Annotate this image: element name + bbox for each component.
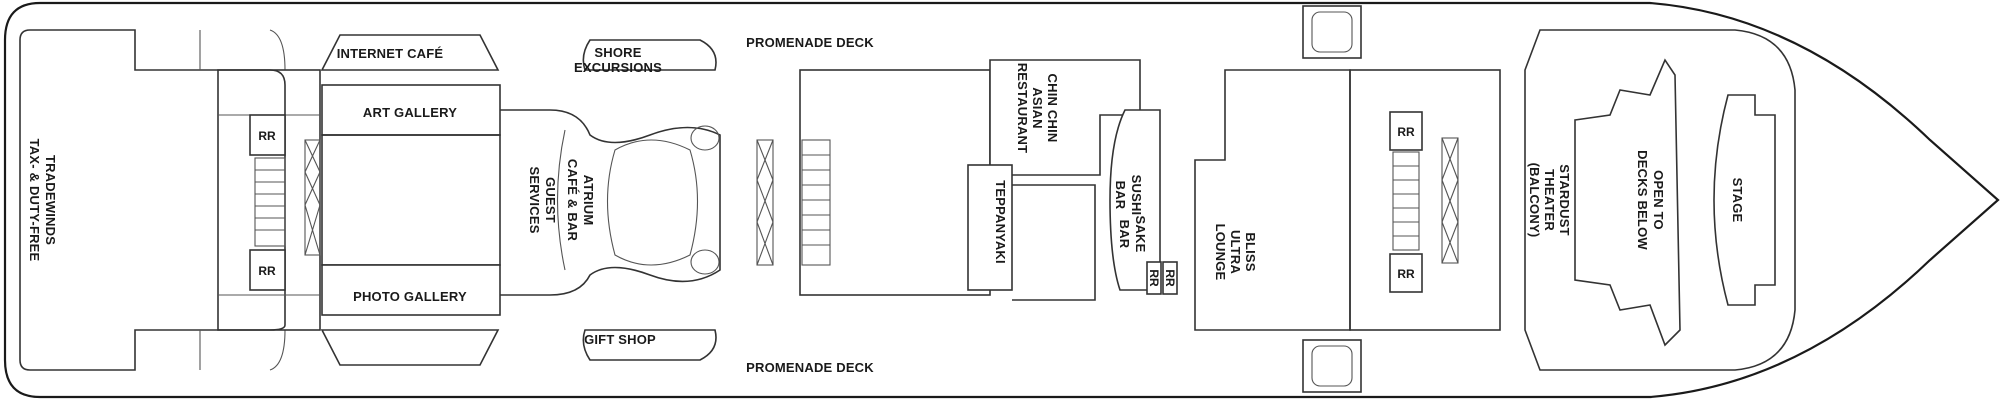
aft-stairs	[254, 157, 286, 247]
stage-label: STAGE	[1730, 178, 1745, 223]
internet-cafe-label: INTERNET CAFÉ	[337, 46, 444, 61]
bliss-label: BLISS ULTRA LOUNGE	[1213, 224, 1258, 281]
promenade-top-label: PROMENADE DECK	[746, 35, 874, 50]
photo-gallery[interactable]	[321, 264, 501, 316]
art-gallery[interactable]	[321, 84, 501, 136]
mid-stairs	[801, 139, 831, 266]
gift-shop-label: GIFT SHOP	[584, 332, 656, 347]
forward-stair-block	[1349, 69, 1501, 331]
internet-cafe[interactable]	[320, 34, 500, 71]
tradewinds-label: TRADEWINDS TAX- & DUTY-FREE	[27, 139, 58, 262]
tradewinds-line1: TRADEWINDS	[43, 155, 58, 245]
mid-elevators	[756, 139, 774, 266]
lifeboat-bottom	[1302, 339, 1362, 393]
restroom-bar-1[interactable]	[1146, 261, 1162, 295]
stage[interactable]	[1713, 94, 1776, 306]
atrium-line2: CAFÉ & BAR	[565, 159, 580, 242]
stardust-line1: STARDUST	[1557, 164, 1572, 235]
restroom-aft-top[interactable]	[249, 114, 286, 156]
sushi-line1: SUSHI	[1129, 175, 1144, 216]
bliss-line3: LOUNGE	[1213, 224, 1228, 281]
guest-services-label: GUEST SERVICES	[527, 166, 558, 233]
forward-elevators	[1441, 137, 1459, 264]
aft-detail-top	[199, 29, 286, 71]
chin-chin-label: CHIN CHIN ASIAN RESTAURANT	[1015, 63, 1060, 154]
chin-chin-line1: CHIN CHIN	[1045, 74, 1060, 143]
open-to-line1: OPEN TO	[1651, 170, 1666, 230]
forward-stairs	[1392, 151, 1420, 251]
galley-area	[1012, 184, 1096, 301]
chin-chin-line2: ASIAN	[1030, 87, 1045, 128]
chin-chin-line3: RESTAURANT	[1015, 63, 1030, 154]
lifeboat-top-inner	[1311, 11, 1353, 53]
sushi-bar-label: SUSHI BAR	[1113, 175, 1144, 216]
lifeboat-bottom-inner	[1311, 345, 1353, 387]
sake-bar-label: SAKE BAR	[1117, 216, 1148, 253]
atrium-area	[500, 109, 721, 296]
art-gallery-label: ART GALLERY	[363, 105, 457, 120]
restroom-fwd-bottom[interactable]	[1389, 253, 1423, 293]
restroom-fwd-top[interactable]	[1389, 111, 1423, 151]
teppanyaki-line: TEPPANYAKI	[993, 180, 1008, 264]
sushi-line2: BAR	[1113, 181, 1128, 210]
aft-detail-bottom	[199, 329, 286, 371]
shore-excursions[interactable]	[582, 39, 717, 71]
guest-services-line2: SERVICES	[527, 166, 542, 233]
stardust-line3: (BALCONY)	[1527, 163, 1542, 238]
gallery-lower-bay	[320, 329, 500, 366]
lifeboat-top	[1302, 5, 1362, 59]
atrium-inner	[607, 139, 698, 266]
rr-label-3: RR	[1147, 269, 1161, 287]
shore-line2: EXCURSIONS	[574, 60, 662, 75]
open-to-decks-label: OPEN TO DECKS BELOW	[1635, 150, 1666, 250]
promenade-bottom-label: PROMENADE DECK	[746, 360, 874, 375]
rr-label-5: RR	[1397, 125, 1415, 139]
aft-elevators	[304, 139, 321, 256]
guest-services-line1: GUEST	[543, 177, 558, 223]
atrium-stair-bottom	[690, 249, 720, 275]
bliss-line1: BLISS	[1243, 232, 1258, 271]
rr-label-2: RR	[258, 264, 276, 278]
stage-line: STAGE	[1730, 178, 1745, 223]
atrium-line1: ATRIUM	[581, 175, 596, 226]
rr-label-4: RR	[1163, 269, 1177, 287]
gift-shop[interactable]	[582, 329, 717, 361]
balcony-edge	[1574, 58, 1681, 347]
teppanyaki[interactable]	[967, 164, 1013, 291]
restroom-aft-bottom[interactable]	[249, 249, 286, 291]
stardust-line2: THEATER	[1542, 169, 1557, 231]
sake-line2: BAR	[1117, 220, 1132, 249]
atrium-label: ATRIUM CAFÉ & BAR	[565, 159, 596, 242]
sushi-bar[interactable]	[1109, 109, 1161, 291]
teppanyaki-label: TEPPANYAKI	[993, 180, 1008, 264]
tradewinds-line2: TAX- & DUTY-FREE	[27, 139, 42, 262]
shore-line1: SHORE	[594, 45, 641, 60]
atrium-stair-top	[690, 125, 720, 151]
restroom-bar-2[interactable]	[1162, 261, 1178, 295]
bliss-line2: ULTRA	[1228, 230, 1243, 274]
atrium-guest-counter	[556, 129, 566, 271]
rr-label-1: RR	[258, 129, 276, 143]
open-to-line2: DECKS BELOW	[1635, 150, 1650, 250]
stardust-label: STARDUST THEATER (BALCONY)	[1527, 163, 1572, 238]
photo-gallery-label: PHOTO GALLERY	[353, 289, 467, 304]
rr-label-6: RR	[1397, 267, 1415, 281]
sake-line1: SAKE	[1133, 216, 1148, 253]
